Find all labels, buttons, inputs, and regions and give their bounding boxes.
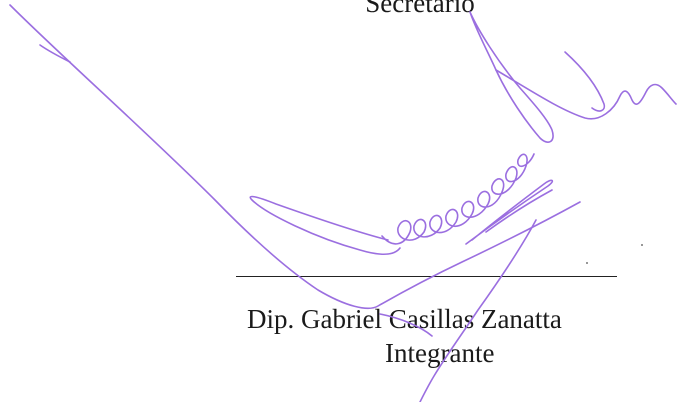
signature-stroke-swoosh — [564, 51, 606, 112]
signature-stroke-cross-a — [465, 179, 554, 245]
signature-stroke-tall-loop — [469, 11, 554, 143]
signature-stroke-diagonal — [9, 4, 581, 310]
signature-stroke-coils — [381, 153, 535, 245]
signature-line — [236, 276, 617, 277]
signer-role: Integrante — [385, 338, 495, 368]
signature-stroke-oval — [249, 195, 401, 256]
scan-speck — [641, 244, 643, 246]
previous-signer-role: Secretario — [365, 0, 475, 18]
scan-speck — [586, 262, 588, 264]
signature-stroke-flourish — [495, 69, 677, 120]
signer-name: Dip. Gabriel Casillas Zanatta — [247, 304, 562, 334]
signature-stroke-lead — [39, 44, 71, 63]
signature-stroke-cross-b — [485, 189, 553, 233]
